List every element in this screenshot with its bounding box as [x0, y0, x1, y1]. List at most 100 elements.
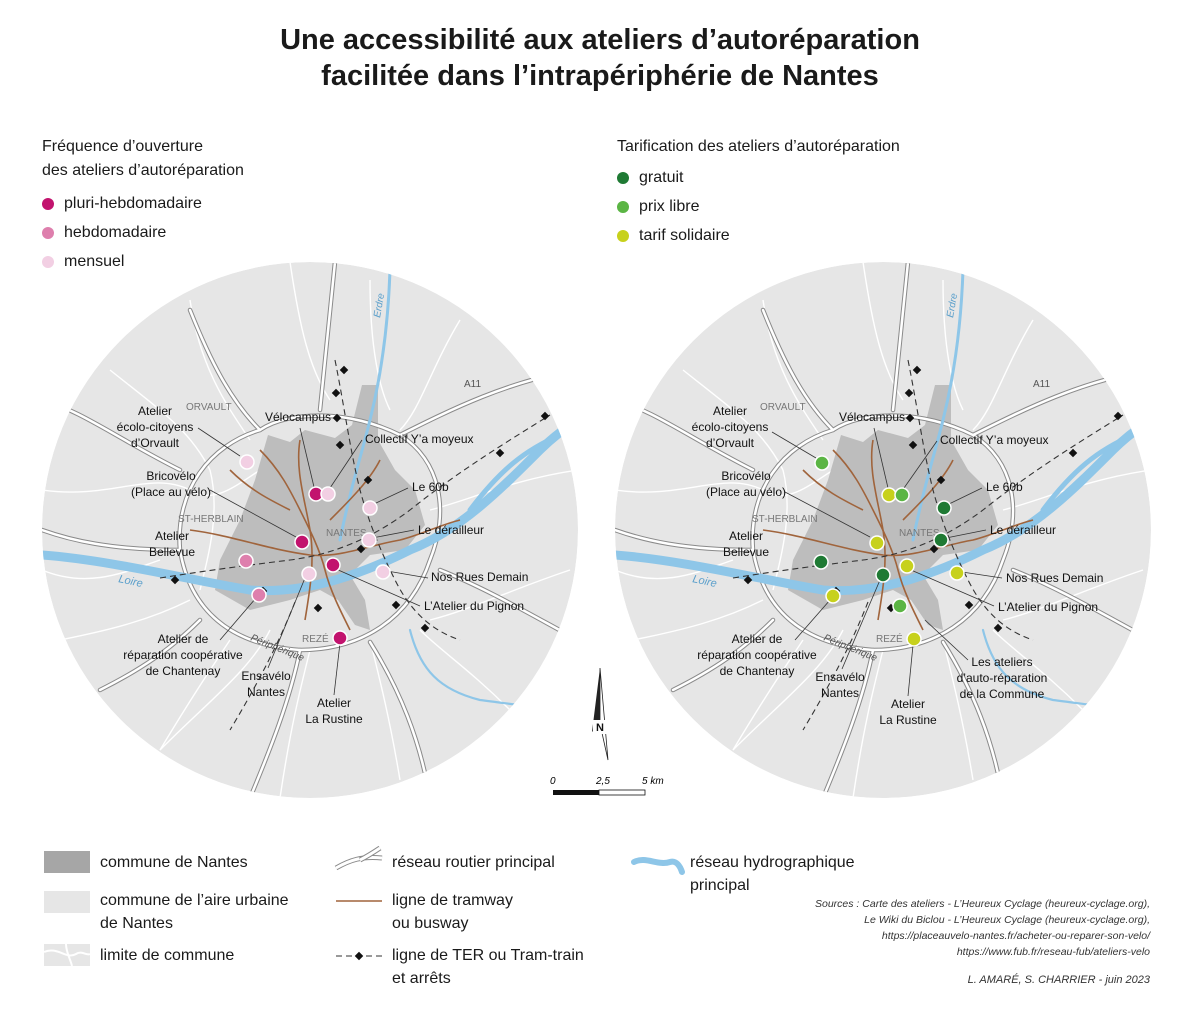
dot-commune-r[interactable]: [892, 598, 908, 614]
frequency-legend-heading-1: Fréquence d’ouverture: [42, 138, 203, 155]
frequency-legend: Fréquence d’ouverture des ateliers d’aut…: [42, 135, 244, 276]
label-ensavelo-2-r: Nantes: [821, 686, 859, 700]
label-pignon: L’Atelier du Pignon: [424, 599, 524, 613]
aire-swatch: [44, 891, 90, 913]
place-st-herblain-r: ST-HERBLAIN: [752, 514, 818, 525]
left-leader-lines: [197, 427, 429, 696]
legend-ter: ligne de TER ou Tram-train et arrêts: [392, 944, 584, 990]
dot-bricovelo-r[interactable]: [869, 535, 885, 551]
label-ecolo-2-r: écolo-citoyens: [692, 420, 769, 434]
dot-ecolo[interactable]: [239, 454, 255, 470]
legend-aire-line-2: de Nantes: [100, 915, 173, 932]
dot-pignon-r[interactable]: [899, 558, 915, 574]
legend-label: mensuel: [64, 252, 125, 270]
label-chantenay-1-r: Atelier de: [732, 632, 783, 646]
label-bricovelo-2: (Place au vélo): [131, 485, 211, 499]
legend-tram-line-1: ligne de tramway: [392, 892, 513, 909]
prix-libre-dot-icon: [617, 200, 629, 213]
ter-swatch-icon: [336, 951, 382, 961]
place-st-herblain: ST-HERBLAIN: [178, 514, 244, 525]
label-chantenay-2: réparation coopérative: [123, 648, 243, 662]
label-rustine-1-r: Atelier: [891, 697, 925, 711]
river-erdre-r: Erdre: [945, 292, 960, 318]
dot-bellevue-r[interactable]: [813, 554, 829, 570]
dot-le60b[interactable]: [362, 500, 378, 516]
label-commune-3: de la Commune: [960, 687, 1045, 701]
left-workshop-dots: [238, 454, 391, 646]
label-collectif: Collectif Y’a moyeux: [365, 432, 474, 446]
river-erdre: Erdre: [372, 292, 387, 318]
label-derailleur-r: Le dérailleur: [990, 523, 1056, 537]
label-bricovelo-1-r: Bricovélo: [721, 469, 771, 483]
legend-label: tarif solidaire: [639, 226, 730, 244]
place-orvault-r: ORVAULT: [760, 402, 806, 413]
label-velocampus-r: Vélocampus: [839, 410, 905, 424]
dot-collectif[interactable]: [320, 486, 336, 502]
label-bellevue-2: Bellevue: [149, 545, 195, 559]
pricing-legend: Tarification des ateliers d’autoréparati…: [617, 135, 900, 250]
label-chantenay-3: de Chantenay: [146, 664, 221, 678]
legend-ter-line-1: ligne de TER ou Tram-train: [392, 947, 584, 964]
pricing-legend-heading: Tarification des ateliers d’autoréparati…: [617, 138, 900, 155]
legend-tram: ligne de tramway ou busway: [392, 889, 513, 935]
label-pignon-r: L’Atelier du Pignon: [998, 600, 1098, 614]
dot-ensavelo[interactable]: [301, 566, 317, 582]
label-le60b: Le 60b: [412, 480, 449, 494]
label-ensavelo-1-r: Ensavélo: [815, 670, 865, 684]
dot-chantenay[interactable]: [251, 587, 267, 603]
legend-aire-urbaine: commune de l’aire urbaine de Nantes: [100, 889, 289, 935]
dot-bricovelo[interactable]: [294, 534, 310, 550]
dot-derailleur[interactable]: [361, 532, 377, 548]
legend-label: hebdomadaire: [64, 223, 167, 241]
label-ecolo-1: Atelier: [138, 404, 172, 418]
legend-item-mensuel: mensuel: [42, 247, 244, 276]
dot-le60b-r[interactable]: [936, 500, 952, 516]
dot-ecolo-r[interactable]: [814, 455, 830, 471]
label-ecolo-3-r: d’Orvault: [706, 436, 755, 450]
legend-limite: limite de commune: [100, 947, 235, 964]
legend-nantes-commune: commune de Nantes: [100, 854, 248, 871]
dot-rustine-r[interactable]: [906, 631, 922, 647]
dot-chantenay-r[interactable]: [825, 588, 841, 604]
scale-5km: 5 km: [642, 776, 664, 787]
label-rustine-2-r: La Rustine: [879, 713, 937, 727]
hebdo-dot-icon: [42, 226, 54, 239]
source-line-3: https://placeauvelo-nantes.fr/acheter-ou…: [881, 930, 1150, 942]
road-swatch-icon: [334, 845, 383, 871]
label-rustine-1: Atelier: [317, 696, 351, 710]
dot-pignon[interactable]: [325, 557, 341, 573]
road-a11-r: A11: [1033, 379, 1050, 390]
label-nosrues-r: Nos Rues Demain: [1006, 571, 1103, 585]
label-collectif-r: Collectif Y’a moyeux: [940, 433, 1049, 447]
dot-velocampus-r[interactable]: [881, 487, 897, 503]
dot-nosrues-r[interactable]: [949, 565, 965, 581]
dot-ensavelo-r[interactable]: [875, 567, 891, 583]
label-rustine-2: La Rustine: [305, 712, 363, 726]
place-nantes: NANTES: [326, 528, 367, 539]
scale-bar: 0 2,5 5 km: [550, 776, 664, 796]
legend-label: pluri-hebdomadaire: [64, 194, 202, 212]
label-commune-1: Les ateliers: [971, 655, 1032, 669]
sources: Sources : Carte des ateliers - L’Heureux…: [790, 896, 1150, 960]
legend-ter-line-2: et arrêts: [392, 970, 451, 987]
north-arrow-icon: N: [592, 667, 609, 761]
legend-item-prix-libre: prix libre: [617, 192, 900, 221]
label-ecolo-2: écolo-citoyens: [117, 420, 194, 434]
dot-derailleur-r[interactable]: [933, 532, 949, 548]
label-bricovelo-1: Bricovélo: [146, 469, 196, 483]
label-bellevue-1: Atelier: [155, 529, 189, 543]
legend-hydro-line-2: principal: [690, 877, 750, 894]
scale-0: 0: [550, 776, 556, 787]
dot-bellevue[interactable]: [238, 553, 254, 569]
title-line-2: facilitée dans l’intrapériphérie de Nant…: [321, 60, 879, 92]
dot-rustine[interactable]: [332, 630, 348, 646]
dot-nosrues[interactable]: [375, 564, 391, 580]
legend-tram-line-2: ou busway: [392, 915, 469, 932]
label-bricovelo-2-r: (Place au vélo): [706, 485, 786, 499]
river-loire-r: Loire: [691, 573, 717, 590]
dot-collectif-r[interactable]: [894, 487, 910, 503]
nantes-swatch: [44, 851, 90, 873]
right-workshop-dots: [813, 455, 965, 647]
label-bellevue-1-r: Atelier: [729, 529, 763, 543]
